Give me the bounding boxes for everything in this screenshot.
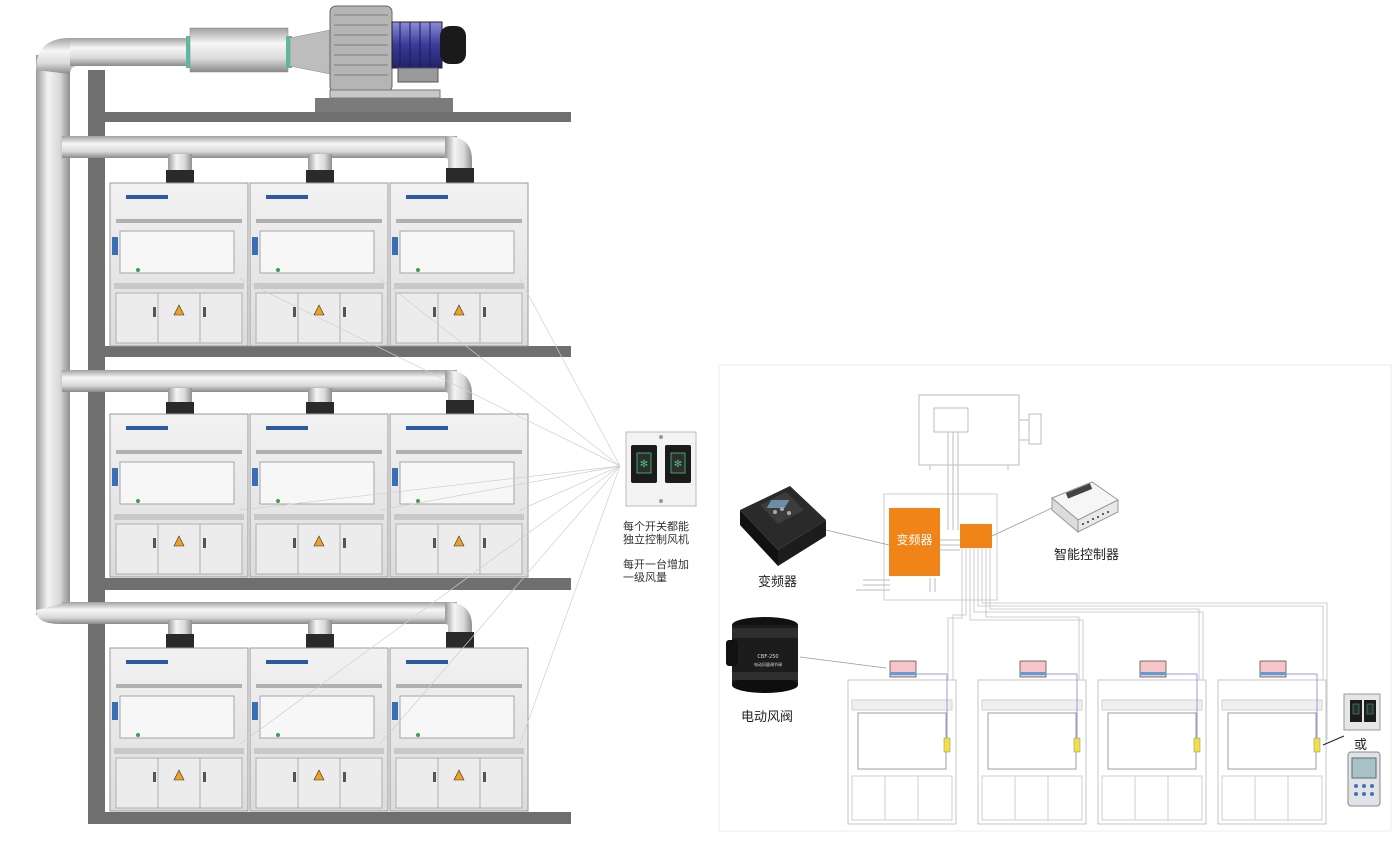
fume-hood: [249, 413, 389, 578]
switch-note-line: 一级风量: [623, 571, 667, 584]
warning-icon: [453, 535, 465, 547]
fume-hood: [109, 413, 249, 578]
smart-controller-label: 智能控制器: [1054, 548, 1120, 563]
warning-icon: [173, 304, 185, 316]
fume-hood: [249, 182, 389, 347]
fan-icon: ✻: [640, 459, 648, 470]
fume-hood: [109, 647, 249, 812]
warning-icon: [453, 304, 465, 316]
floor-slab-2: [105, 578, 571, 590]
warning-icon: [453, 769, 465, 781]
switch-note-line: 每开一台增加: [623, 558, 689, 571]
switch-note: 每个开关都能 独立控制风机 每开一台增加 一级风量: [623, 520, 713, 584]
fume-hood: [389, 647, 529, 812]
exhaust-fan: [315, 5, 466, 114]
switch-wiring: [239, 278, 621, 745]
roof-slab: [105, 112, 571, 122]
floor-slab-1: [105, 346, 571, 357]
building-column: [88, 70, 105, 824]
fan-icon: ✻: [674, 459, 682, 470]
warning-icon: [313, 535, 325, 547]
switch-note-line: 独立控制风机: [623, 533, 689, 546]
warning-icon: [173, 535, 185, 547]
warning-icon: [173, 769, 185, 781]
vfd-device-label: 变频器: [758, 575, 798, 590]
wall-switch-panel[interactable]: ✻ ✻: [625, 431, 697, 507]
branch-ducts: [36, 136, 474, 648]
ground-slab: [88, 812, 571, 824]
fume-hood: [389, 182, 529, 347]
fume-hood: [249, 647, 389, 812]
top-duct: [70, 38, 190, 66]
or-label: 或: [1354, 738, 1368, 753]
warning-icon: [313, 304, 325, 316]
switch-note-line: 每个开关都能: [623, 520, 689, 533]
vfd-box-label: 变频器: [896, 533, 933, 547]
warning-icon: [313, 769, 325, 781]
motor-valve-label: 电动风阀: [741, 710, 794, 725]
fume-hood: [109, 182, 249, 347]
silencer: [189, 27, 289, 73]
fume-hoods: [109, 182, 529, 812]
